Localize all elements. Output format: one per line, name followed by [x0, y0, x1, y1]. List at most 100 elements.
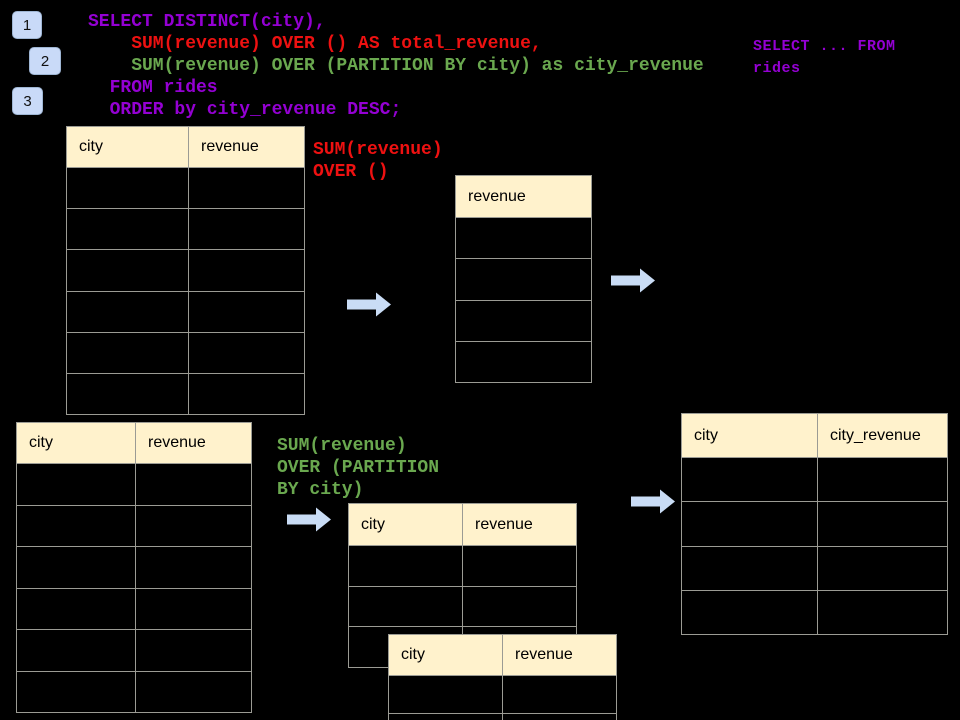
step-badge-2: 2	[29, 47, 61, 75]
code-line: rides	[753, 60, 801, 77]
code-line: BY city)	[277, 480, 364, 500]
table-row	[456, 259, 591, 301]
code-line: SUM(revenue) OVER (PARTITION BY city) as…	[131, 56, 704, 76]
table-cell	[682, 458, 818, 502]
table-header-row: city revenue	[17, 423, 251, 464]
table-cell	[818, 547, 947, 590]
table-cell	[136, 672, 251, 713]
table-header-row: revenue	[456, 176, 591, 218]
table-cell	[136, 589, 251, 630]
sql-query-code: SELECT DISTINCT(city),SUM(revenue) OVER …	[88, 11, 704, 121]
table-row	[67, 250, 304, 292]
table-cell	[17, 630, 136, 671]
column-header-revenue: revenue	[515, 646, 573, 663]
table-row	[456, 218, 591, 260]
table-cell	[17, 547, 136, 588]
table-cell	[456, 301, 591, 341]
arrow-right-icon	[611, 268, 656, 293]
table-cell	[818, 458, 947, 501]
table-cell	[456, 342, 591, 382]
code-line: OVER ()	[313, 162, 389, 182]
table-cell	[136, 547, 251, 588]
table-cell	[456, 259, 591, 299]
table-row	[682, 502, 947, 547]
table-row	[17, 505, 251, 547]
table-row	[349, 546, 576, 587]
table-cell	[189, 292, 304, 332]
table-cell	[682, 546, 818, 590]
table-cell	[17, 505, 136, 546]
table-cell	[189, 333, 304, 373]
table-cell	[67, 291, 189, 332]
table-row	[456, 301, 591, 342]
table-row	[67, 291, 304, 333]
table-cell	[463, 587, 576, 627]
code-line: SELECT DISTINCT(city),	[88, 12, 326, 32]
table-row	[456, 342, 591, 382]
table-partition-step-overlay: city revenue	[388, 634, 617, 720]
table-row	[67, 332, 304, 374]
column-header-city_revenue: city_revenue	[830, 426, 921, 444]
table-row	[67, 168, 304, 210]
table-cell	[136, 464, 251, 505]
table-row	[17, 464, 251, 506]
table-cell	[389, 713, 503, 720]
table-row	[17, 671, 251, 713]
table-cell	[456, 218, 591, 258]
table-row	[389, 676, 616, 714]
table-cell	[136, 630, 251, 671]
table-header-row: city revenue	[67, 127, 304, 168]
table-row	[67, 373, 304, 415]
table-cell	[818, 502, 947, 545]
table-cell	[17, 671, 136, 712]
column-header-city: city	[682, 414, 818, 457]
table-cell	[389, 676, 503, 713]
table-cell	[503, 714, 616, 720]
table-row	[682, 458, 947, 503]
column-header-revenue: revenue	[468, 187, 526, 205]
table-total-revenue-result: revenue	[455, 175, 592, 383]
table-row	[682, 590, 947, 634]
column-header-revenue: revenue	[148, 434, 206, 451]
arrow-right-icon	[287, 507, 332, 532]
column-header-city: city	[389, 635, 503, 675]
table-cell	[189, 209, 304, 249]
column-header-revenue: revenue	[201, 138, 259, 155]
table-cell	[189, 168, 304, 208]
code-line: OVER (PARTITION	[277, 458, 440, 478]
column-header-revenue: revenue	[475, 515, 533, 533]
table-cell	[67, 373, 189, 415]
annotation-total-revenue: SUM(revenue)OVER ()	[313, 139, 443, 183]
table-cell	[463, 546, 576, 586]
table-row	[17, 630, 251, 672]
sql-snippet-side: SELECT ... FROM rides	[753, 36, 896, 80]
table-cell	[136, 506, 251, 547]
code-line: SUM(revenue)	[277, 436, 407, 456]
table-cell	[67, 332, 189, 373]
table-cell	[682, 502, 818, 546]
table-cell	[503, 676, 616, 713]
table-rides-source-top: city revenue	[66, 126, 305, 415]
arrow-right-icon	[347, 292, 392, 317]
table-cell	[67, 168, 189, 209]
table-cell	[189, 250, 304, 290]
table-header-row: city city_revenue	[682, 414, 947, 458]
column-header-city: city	[17, 423, 136, 463]
table-row	[67, 209, 304, 251]
code-line: SELECT ... FROM	[753, 38, 896, 55]
code-line: ORDER by city_revenue DESC;	[109, 100, 402, 120]
table-cell	[189, 374, 304, 414]
table-row	[349, 586, 576, 628]
table-cell	[349, 586, 463, 627]
arrow-right-icon	[631, 489, 676, 514]
column-header-city: city	[67, 127, 189, 167]
table-cell	[818, 591, 947, 634]
code-line: SUM(revenue)	[313, 140, 443, 160]
table-cell	[17, 464, 136, 505]
table-city-revenue-result: city city_revenue	[681, 413, 948, 635]
code-line: SUM(revenue) OVER () AS total_revenue,	[131, 34, 542, 54]
